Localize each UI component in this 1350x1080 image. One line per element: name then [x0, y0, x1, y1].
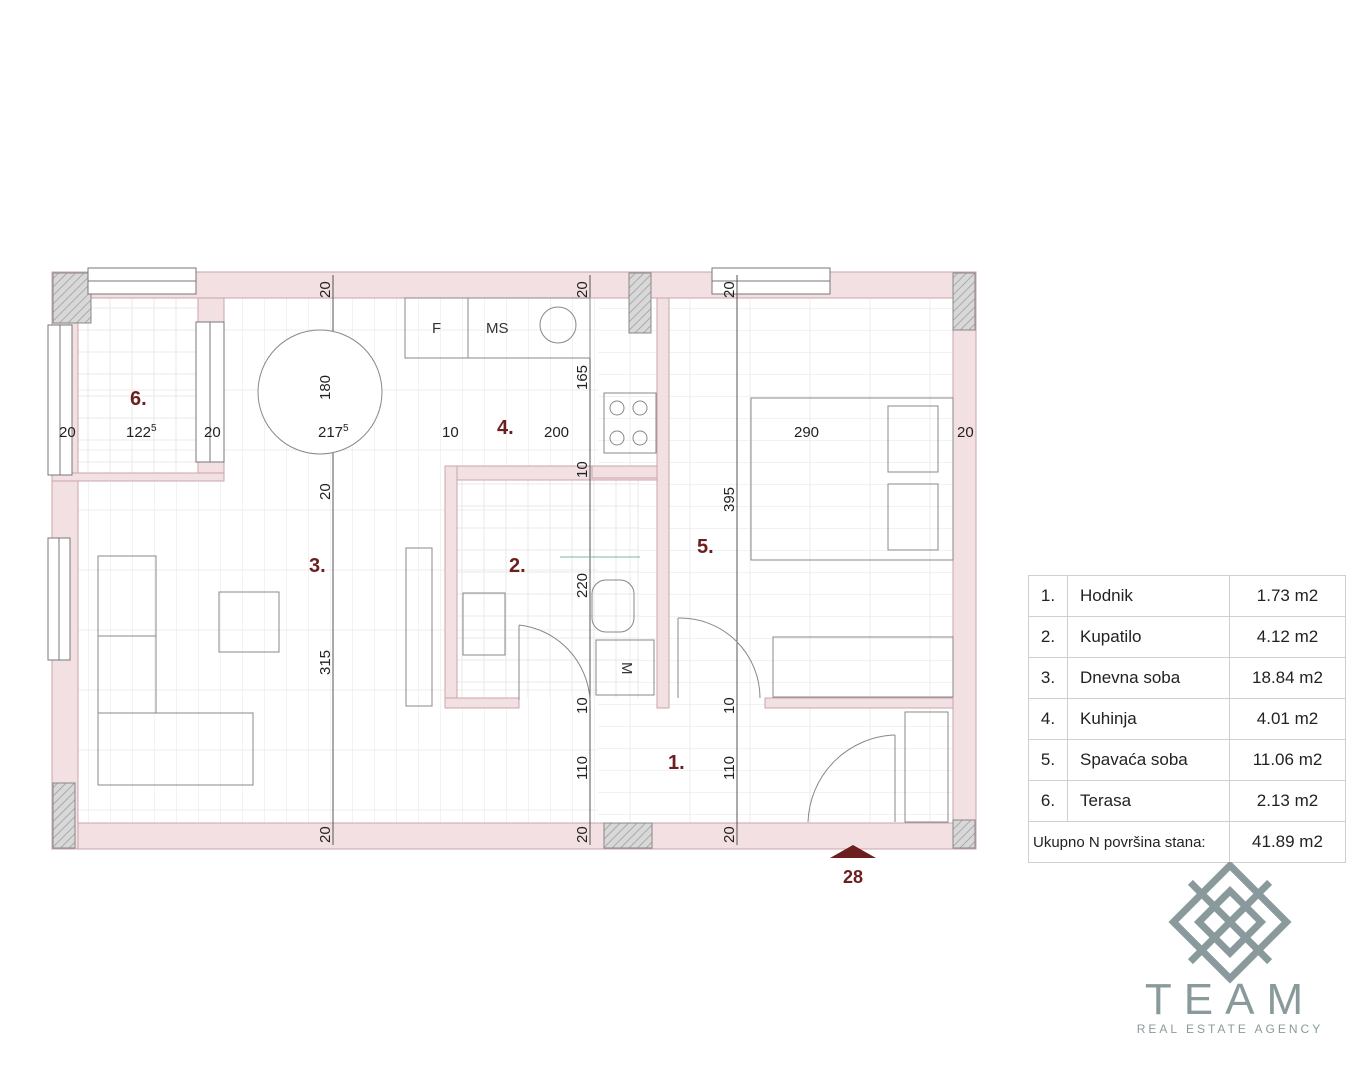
room-name: Terasa: [1067, 780, 1230, 822]
dim-bed-right: 20: [957, 424, 974, 441]
dim-bed-wall: 10: [721, 697, 738, 714]
dim-wall-top-1: 20: [317, 281, 334, 298]
dim-dining-width-sup: 5: [343, 423, 349, 434]
room-area: 4.01 m2: [1229, 698, 1346, 740]
dim-wall-top-2: 20: [574, 281, 591, 298]
room-area: 4.12 m2: [1229, 616, 1346, 658]
dim-wall-bot-2: 20: [574, 826, 591, 843]
room-num-5: 5.: [697, 536, 714, 558]
room-name: Spavaća soba: [1067, 739, 1230, 781]
team-logo-icon: [1168, 862, 1292, 984]
room-area: 2.13 m2: [1229, 780, 1346, 822]
brand-name: TEAM: [1144, 975, 1316, 1024]
room-area: 1.73 m2: [1229, 575, 1346, 617]
dishwasher-label: MS: [486, 320, 509, 337]
dim-bed-height: 395: [721, 487, 738, 512]
entry-arrow-icon: [830, 845, 876, 858]
room-num-2: 2.: [509, 555, 526, 577]
room-num-1: 1.: [668, 752, 685, 774]
room-num-6: 6.: [130, 388, 147, 410]
room-area: 18.84 m2: [1229, 657, 1346, 699]
row-number: 3.: [1028, 657, 1068, 699]
row-number: 4.: [1028, 698, 1068, 740]
table-row: 6. Terasa 2.13 m2: [1028, 780, 1346, 822]
entry-number: 28: [843, 867, 863, 887]
total-row: Ukupno N površina stana: 41.89 m2: [1028, 821, 1346, 863]
dim-bath-wall: 10: [574, 697, 591, 714]
table-row: 1. Hodnik 1.73 m2: [1028, 575, 1346, 617]
room-name: Dnevna soba: [1067, 657, 1230, 699]
fridge-label: F: [432, 320, 441, 337]
washer-label: M: [618, 662, 635, 675]
dim-wall-bot-3: 20: [721, 826, 738, 843]
room-num-3: 3.: [309, 555, 326, 577]
row-number: 6.: [1028, 780, 1068, 822]
vertical-dims: 20 20 20 180 165 10 20 220 395 315 10 10…: [317, 281, 738, 843]
room-name: Kupatilo: [1067, 616, 1230, 658]
dim-dining-width-main: 217: [318, 424, 343, 441]
dim-living-height: 315: [317, 650, 334, 675]
dim-dining-width: 2175: [318, 423, 349, 441]
room-name: Hodnik: [1067, 575, 1230, 617]
total-label: Ukupno N površina stana:: [1028, 821, 1230, 863]
dim-hall-2: 110: [721, 756, 738, 780]
row-number: 2.: [1028, 616, 1068, 658]
area-table: 1. Hodnik 1.73 m2 2. Kupatilo 4.12 m2 3.…: [1028, 575, 1346, 863]
dim-kitchen-gap: 10: [442, 424, 459, 441]
dim-bed-width: 290: [794, 424, 819, 441]
dim-terrace-left: 20: [59, 424, 76, 441]
table-row: 2. Kupatilo 4.12 m2: [1028, 616, 1346, 658]
room-area: 11.06 m2: [1229, 739, 1346, 781]
table-row: 3. Dnevna soba 18.84 m2: [1028, 657, 1346, 699]
dim-terrace-width-sup: 5: [151, 423, 157, 434]
dim-wall-top-3: 20: [721, 281, 738, 298]
dim-bath-height: 220: [574, 573, 591, 598]
table-row: 4. Kuhinja 4.01 m2: [1028, 698, 1346, 740]
brand-subtitle: REAL ESTATE AGENCY: [1136, 1022, 1324, 1036]
dim-terrace-width: 1225: [126, 423, 157, 441]
dim-hall-1: 110: [574, 756, 591, 780]
dim-terrace-right: 20: [204, 424, 221, 441]
room-num-4: 4.: [497, 417, 514, 439]
dim-dining-height: 180: [317, 375, 334, 400]
walls: [51, 271, 977, 850]
row-number: 5.: [1028, 739, 1068, 781]
dim-kitchen-height: 165: [574, 365, 591, 390]
dim-kitchen-width: 200: [544, 424, 569, 441]
structural-columns: [52, 272, 976, 849]
dim-terrace-width-main: 122: [126, 424, 151, 441]
furniture: [97, 297, 954, 823]
dim-living-wall: 20: [317, 483, 334, 500]
total-area: 41.89 m2: [1229, 821, 1346, 863]
dim-kitchen-wall: 10: [574, 461, 591, 478]
room-name: Kuhinja: [1067, 698, 1230, 740]
row-number: 1.: [1028, 575, 1068, 617]
dim-wall-bot-1: 20: [317, 826, 334, 843]
windows: [47, 267, 831, 661]
table-row: 5. Spavaća soba 11.06 m2: [1028, 739, 1346, 781]
